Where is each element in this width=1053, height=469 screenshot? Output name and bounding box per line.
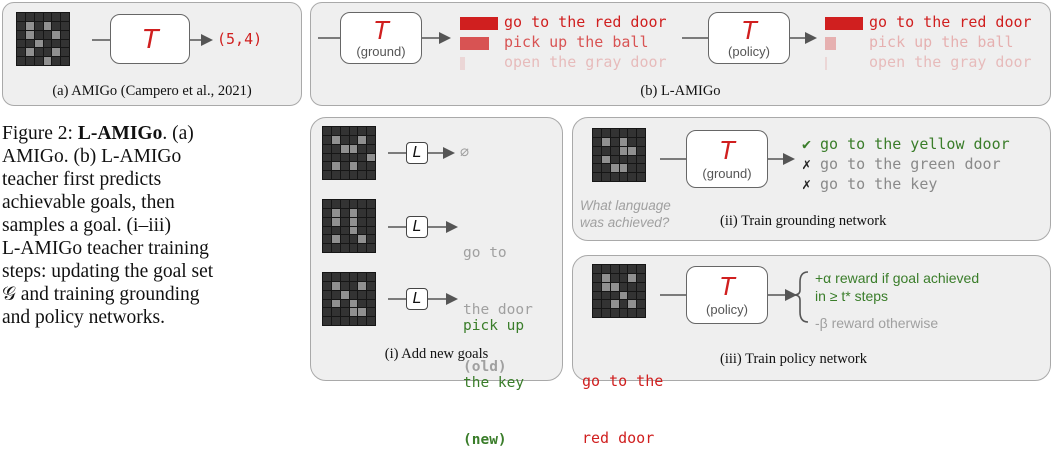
gridworld-thumbnail (322, 272, 376, 326)
result-row: ✗go to the key (802, 175, 938, 193)
language-model-box: L (406, 142, 428, 164)
probability-bar (825, 37, 836, 50)
teacher-label: T (141, 23, 159, 54)
result-row: ✔go to the yellow door (802, 135, 1010, 153)
gridworld-thumbnail (322, 199, 376, 253)
panel-ii (572, 117, 1051, 241)
policy-teacher-box: T (policy) (708, 12, 790, 64)
cross-icon: ✗ (802, 155, 812, 173)
goal-text: go to the red door (869, 13, 1032, 31)
goal-text: open the gray door (504, 53, 667, 71)
negative-reward-text: -β reward otherwise (815, 315, 939, 331)
panel-b (310, 2, 1051, 106)
ground-teacher-box: T (ground) (686, 130, 768, 188)
ground-teacher-label: T (373, 15, 389, 45)
caption-b: (b) L-AMIGo (640, 83, 721, 99)
probability-bar (825, 57, 827, 70)
old-goal-text: go to the door (old) (463, 245, 533, 375)
ground-teacher-sub: (ground) (356, 44, 406, 59)
gridworld-thumbnail (592, 128, 646, 182)
figure-label: Figure 2: (2, 123, 78, 144)
teacher-box-a: T (110, 14, 190, 64)
panel-iii (572, 255, 1051, 381)
sampled-goal-text: go to the red door (582, 372, 664, 447)
figure-caption: Figure 2: L-AMIGo. (a) AMIGo. (b) L-AMIG… (2, 123, 214, 328)
ground-teacher-box: T (ground) (340, 12, 422, 64)
question-text: What language was achieved? (580, 198, 671, 230)
goal-text: open the gray door (869, 53, 1032, 71)
policy-teacher-sub: (policy) (728, 44, 770, 59)
goal-text: pick up the ball (504, 33, 649, 51)
figure-bold-title: L-AMIGo (77, 123, 163, 144)
caption-i: (i) Add new goals (384, 346, 489, 362)
caption-ii: (ii) Train grounding network (720, 213, 887, 229)
goal-text: pick up the ball (869, 33, 1014, 51)
goal-text: go to the red door (504, 13, 667, 31)
grounding-results: ✔go to the yellow door ✗go to the green … (802, 137, 1010, 197)
policy-teacher-box: T (policy) (686, 266, 768, 324)
positive-reward-text: +α reward if goal achieved in ≥ t* steps (815, 270, 980, 304)
probability-bar (460, 37, 489, 50)
goal-set-symbol: 𝒢 (2, 284, 16, 305)
probability-bar (825, 17, 863, 30)
language-model-box: L (406, 216, 428, 238)
cross-icon: ✗ (802, 175, 812, 193)
probability-bar (460, 57, 465, 70)
new-goal-text: pick up the key (new) (463, 318, 525, 448)
caption-a: (a) AMIGo (Campero et al., 2021) (52, 83, 252, 99)
gridworld-thumbnail (592, 264, 646, 318)
caption-iii: (iii) Train policy network (720, 351, 868, 367)
probability-bar (460, 17, 498, 30)
ground-teacher-label: T (719, 135, 735, 165)
policy-teacher-label: T (719, 271, 735, 301)
gridworld-thumbnail (16, 12, 70, 66)
language-model-box: L (406, 288, 428, 310)
ground-teacher-sub: (ground) (702, 166, 752, 181)
result-row: ✗go to the green door (802, 155, 1001, 173)
policy-teacher-sub: (policy) (706, 302, 748, 317)
policy-teacher-label: T (741, 15, 757, 45)
empty-set-output: ∅ (460, 143, 470, 161)
check-icon: ✔ (802, 135, 812, 153)
goal-coordinate: (5,4) (217, 30, 263, 48)
gridworld-thumbnail (322, 126, 376, 180)
